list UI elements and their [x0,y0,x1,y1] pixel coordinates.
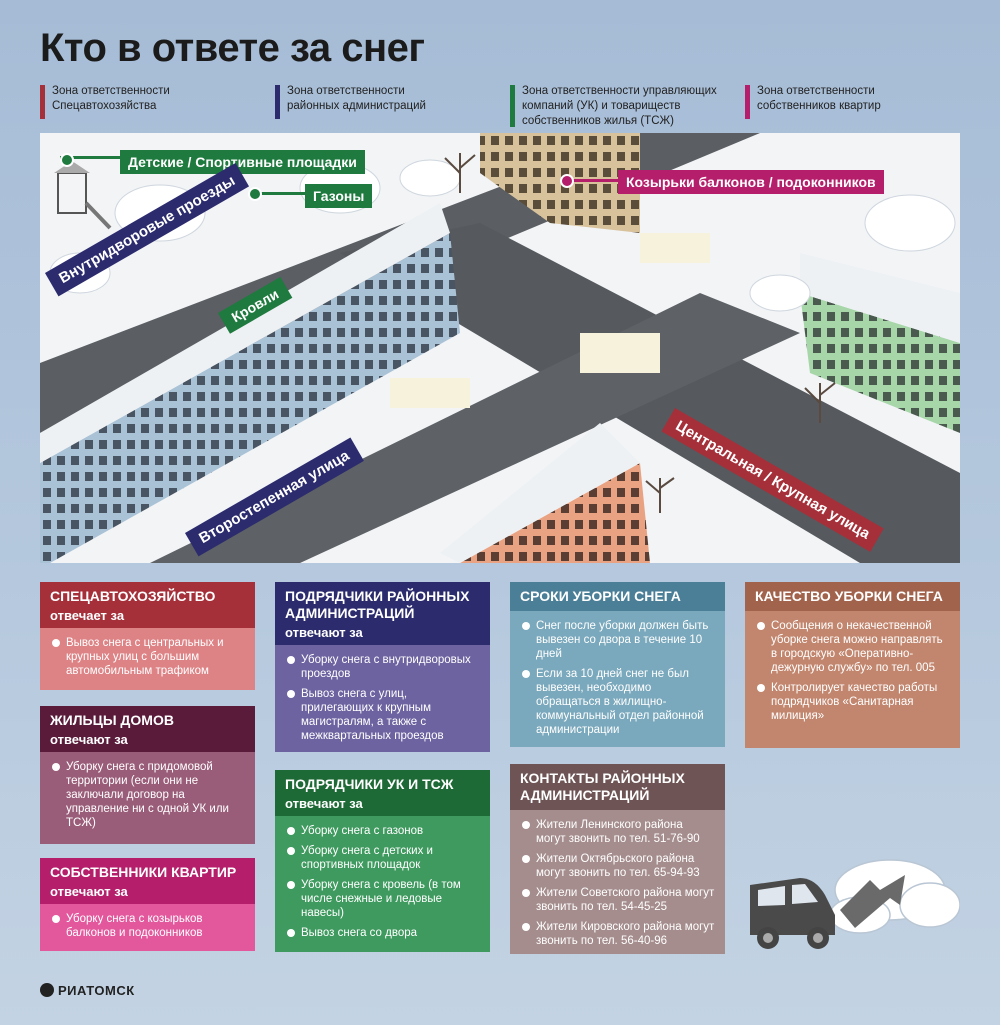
roof-blue [40,203,450,463]
legend-color-bar [275,85,280,119]
panel-owners: СОБСТВЕННИКИ КВАРТИР отвечают за Уборку … [40,858,255,951]
panel-deadlines: СРОКИ УБОРКИ СНЕГА Снег после уборки дол… [510,582,725,747]
playground-leader-line [60,156,120,159]
list-item: Уборку снега с газонов [285,824,480,838]
balconies-leader-line [565,179,620,182]
list-item: Контролирует качество работы подрядчиков… [755,681,950,723]
list-item: Уборку снега с детских и спортивных площ… [285,844,480,872]
panel-subtitle: отвечают за [50,884,128,899]
list-item: Сообщения о некачественной уборке снега … [755,619,950,675]
list-item: Вывоз снега со двора [285,926,480,940]
city-scene-illustration: Детские / Спортивные площадки Газоны Коз… [40,133,960,563]
roof-green [800,253,960,343]
panel-district: ПОДРЯДЧИКИ РАЙОННЫХ АДМИНИСТРАЦИЙ отвеча… [275,582,490,752]
list-item: Жители Ленинского района могут звонить п… [520,818,715,846]
panel-residents: ЖИЛЬЦЫ ДОМОВ отвечают за Уборку снега с … [40,706,255,844]
legend-color-bar [510,85,515,127]
panel-quality: КАЧЕСТВО УБОРКИ СНЕГА Сообщения о некаче… [745,582,960,748]
legend-item-spetsavto: Зона ответственности Спецавтохозяйства [40,84,170,119]
legend-item-owners: Зона ответственности собственников кварт… [745,84,881,119]
list-item: Жители Кировского района могут звонить п… [520,920,715,948]
list-item: Жители Советского района могут звонить п… [520,886,715,914]
list-item: Жители Октябрьского района могут звонить… [520,852,715,880]
panel-title: КОНТАКТЫ РАЙОННЫХ АДМИНИСТРАЦИЙ [520,770,685,803]
snow-truck-illustration [750,859,960,949]
playground-icon [54,161,112,230]
panel-title: ПОДРЯДЧИКИ РАЙОННЫХ АДМИНИСТРАЦИЙ [285,588,470,621]
panel-subtitle: отвечают за [285,625,363,640]
crosswalk [390,233,710,408]
panel-title: КАЧЕСТВО УБОРКИ СНЕГА [755,588,943,604]
panel-uk: ПОДРЯДЧИКИ УК И ТСЖ отвечают за Уборку с… [275,770,490,952]
building-blue [40,233,460,563]
roof-pink [440,423,640,563]
building-pink [460,463,650,563]
playground-marker-dot [60,153,74,167]
building-green [800,293,960,433]
panel-spetsavto: СПЕЦАВТОХОЗЯЙСТВО отвечает за Вывоз снег… [40,582,255,690]
list-item: Уборку снега с козырьков балконов и подо… [50,912,245,940]
panel-subtitle: отвечает за [50,608,125,623]
panel-title: СРОКИ УБОРКИ СНЕГА [520,588,681,604]
panel-title: СПЕЦАВТОХОЗЯЙСТВО [50,588,216,604]
panel-title: ЖИЛЬЦЫ ДОМОВ [50,712,174,728]
panel-title: СОБСТВЕННИКИ КВАРТИР [50,864,237,880]
panel-subtitle: отвечают за [50,732,128,747]
label-lawns: Газоны [305,184,373,208]
arrow-icon [840,875,905,928]
ria-logo-icon [40,983,54,997]
tree-icons [444,153,836,513]
lawns-leader-line [252,192,307,195]
page-title: Кто в ответе за снег [40,26,425,70]
truck-icon [750,878,835,949]
list-item: Вывоз снега с центральных и крупных улиц… [50,636,245,678]
list-item: Вывоз снега с улиц, прилегающих к крупны… [285,687,480,743]
list-item: Снег после уборки должен быть вывезен со… [520,619,715,661]
legend-item-uk: Зона ответственности управляющих компани… [510,84,717,129]
legend-color-bar [745,85,750,119]
balconies-marker-dot [560,174,574,188]
panel-subtitle: отвечают за [285,796,363,811]
label-playgrounds: Детские / Спортивные площадки [120,150,365,174]
label-balconies: Козырьки балконов / подоконников [618,170,884,194]
legend-color-bar [40,85,45,119]
legend-item-district: Зона ответственности районных администра… [275,84,426,119]
panel-title: ПОДРЯДЧИКИ УК И ТСЖ [285,776,454,792]
list-item: Уборку снега с внутридворовых проездов [285,653,480,681]
list-item: Уборку снега с придомовой территории (ес… [50,760,245,830]
panel-contacts: КОНТАКТЫ РАЙОННЫХ АДМИНИСТРАЦИЙ Жители Л… [510,764,725,954]
list-item: Если за 10 дней снег не был вывезен, нео… [520,667,715,737]
footer-logo: РИАТОМСК [40,983,135,998]
lawns-marker-dot [248,187,262,201]
list-item: Уборку снега с кровель (в том числе снеж… [285,878,480,920]
